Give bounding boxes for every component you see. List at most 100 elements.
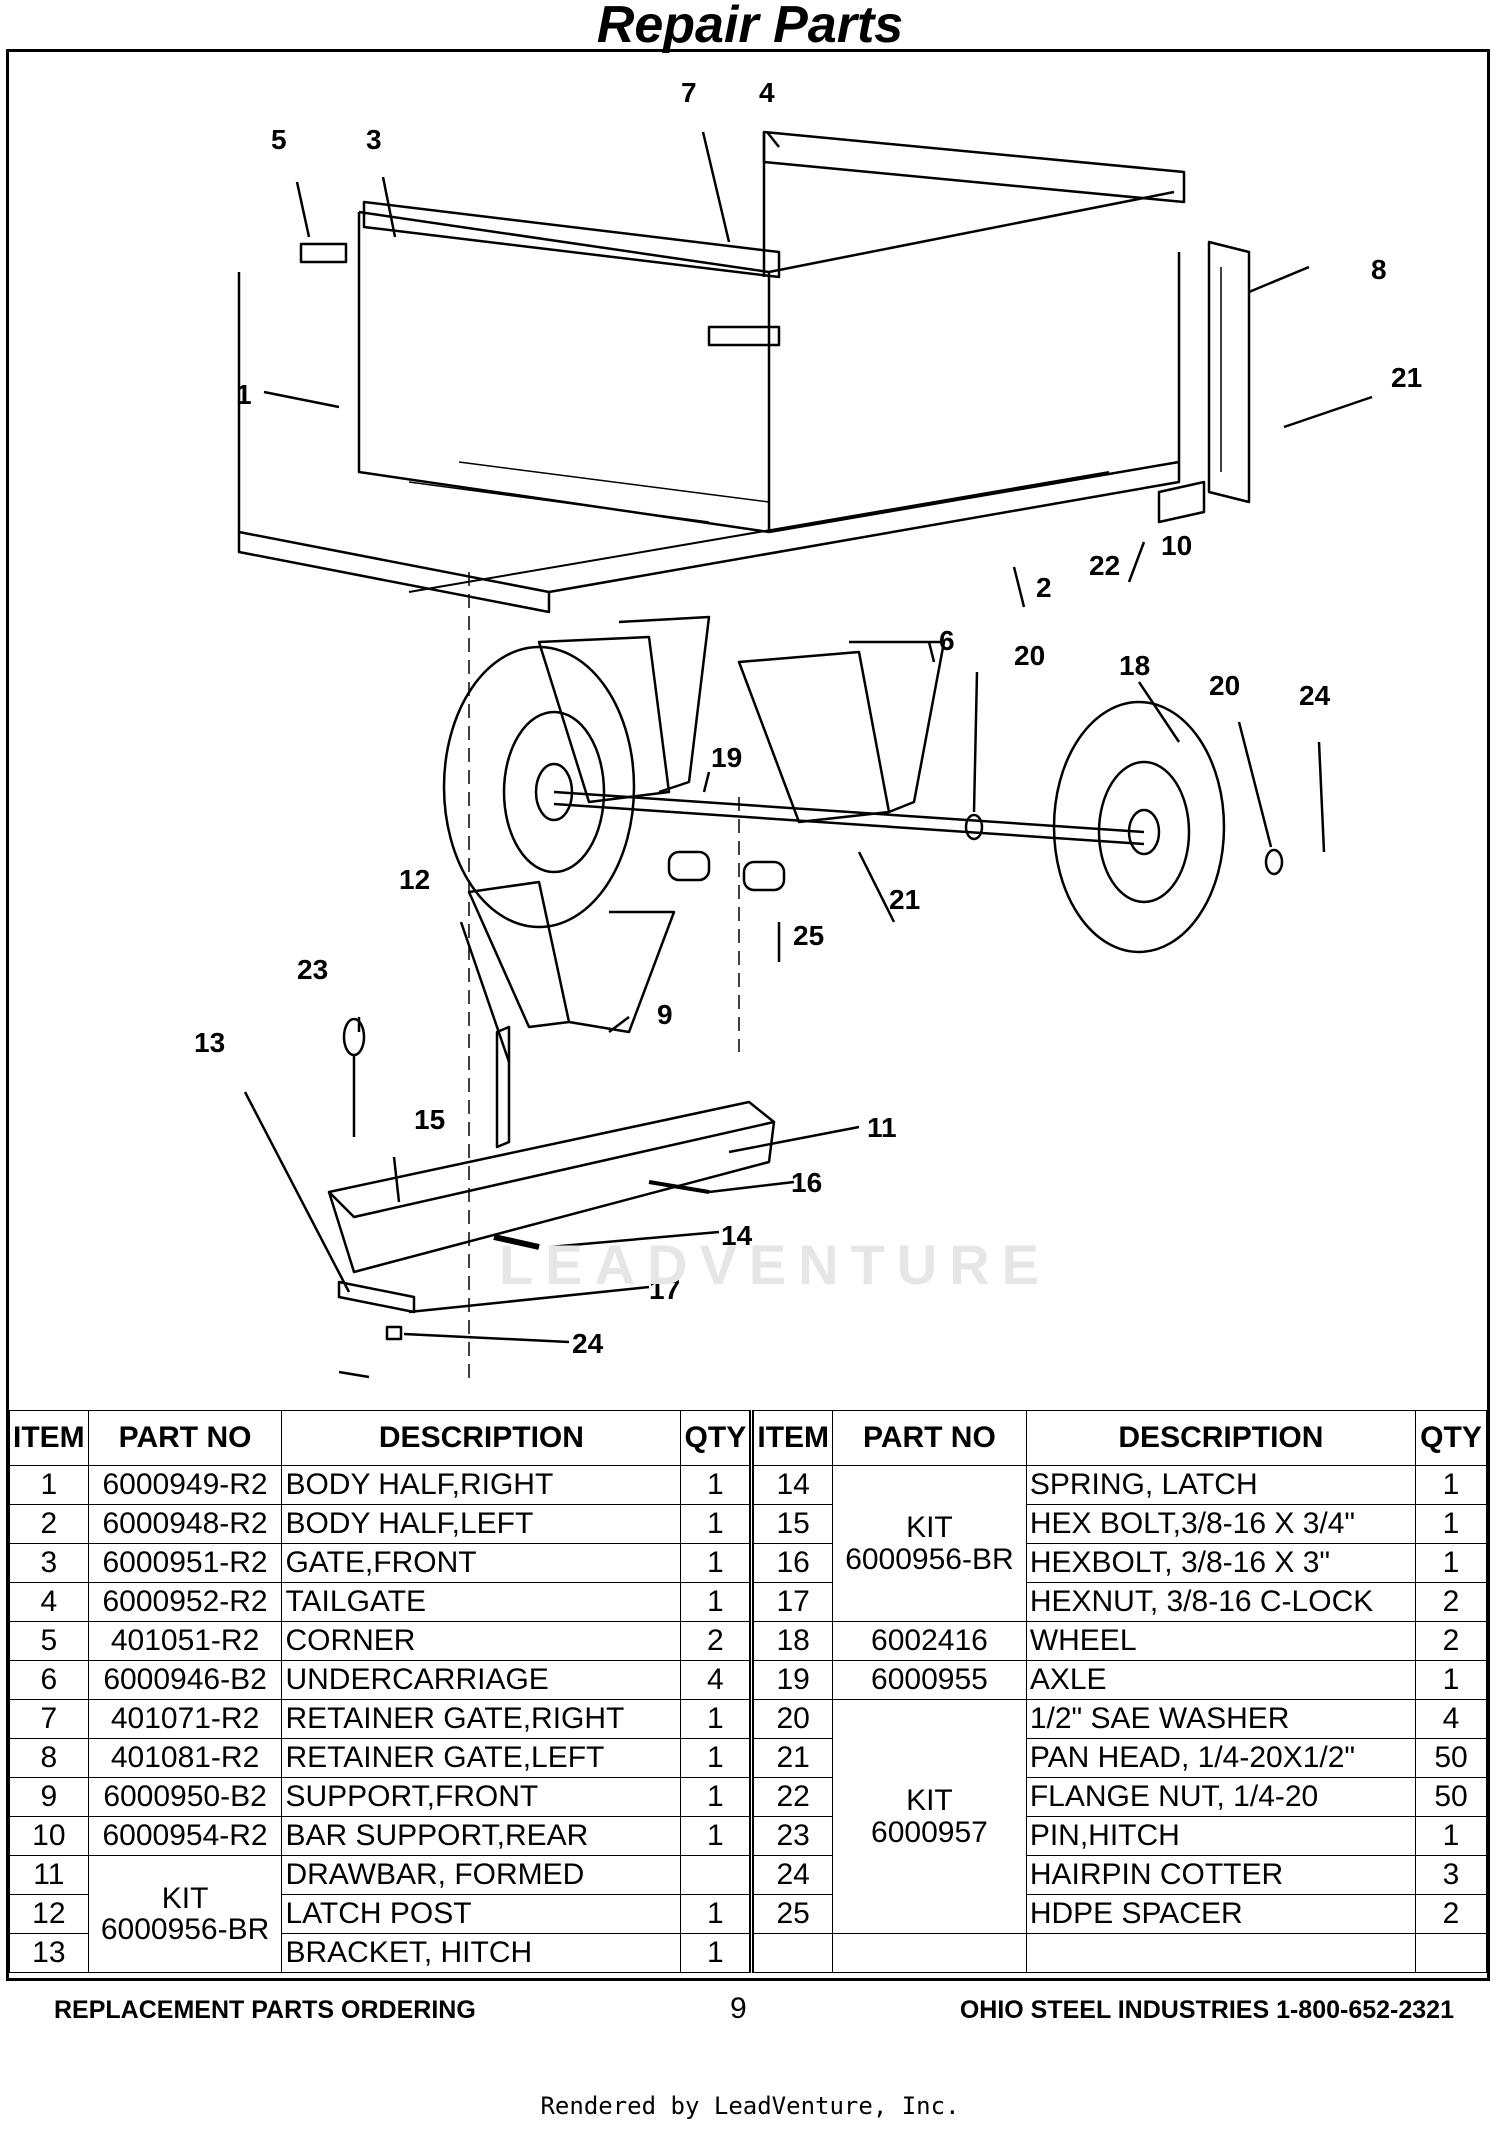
qty-cell: 1 bbox=[1415, 1543, 1487, 1583]
support-front bbox=[467, 880, 571, 1029]
kit-number: 6000956-BR bbox=[100, 1913, 270, 1946]
qty-cell bbox=[680, 1855, 753, 1895]
desc-cell: HAIRPIN COTTER bbox=[1025, 1855, 1417, 1895]
qty-cell: 1 bbox=[680, 1933, 753, 1973]
callout-label: 11 bbox=[867, 1112, 897, 1143]
item-cell: 10 bbox=[9, 1816, 89, 1856]
corner-bracket bbox=[299, 242, 348, 264]
part-cell: 6000955 bbox=[832, 1660, 1027, 1700]
item-cell: 20 bbox=[749, 1699, 834, 1739]
callout-label: 20 bbox=[1209, 670, 1240, 701]
kit-label: KIT bbox=[161, 1881, 209, 1915]
part-cell: 6000951-R2 bbox=[87, 1543, 283, 1583]
item-cell: 5 bbox=[9, 1621, 89, 1661]
callout-label: 17 bbox=[649, 1274, 680, 1305]
item-cell: 1 bbox=[9, 1465, 89, 1505]
callout-label: 6 bbox=[939, 625, 955, 656]
callout-label: 25 bbox=[793, 920, 824, 951]
item-cell: 11 bbox=[9, 1855, 89, 1895]
item-cell: 12 bbox=[9, 1894, 89, 1934]
desc-cell: WHEEL bbox=[1025, 1621, 1417, 1661]
callout-label: 12 bbox=[399, 864, 430, 895]
qty-cell: 1 bbox=[680, 1894, 753, 1934]
item-cell: 9 bbox=[9, 1777, 89, 1817]
desc-cell: BRACKET, HITCH bbox=[281, 1933, 682, 1973]
desc-cell: HEX BOLT,3/8-16 X 3/4" bbox=[1025, 1504, 1417, 1544]
desc-cell: BAR SUPPORT,REAR bbox=[281, 1816, 682, 1856]
callout-label: 24 bbox=[572, 1328, 604, 1359]
item-cell: 7 bbox=[9, 1699, 89, 1739]
table-header-row: ITEM PART NO DESCRIPTION QTY ITEM PART N… bbox=[9, 1410, 1487, 1466]
item-cell: 3 bbox=[9, 1543, 89, 1583]
footer-ordering-label: REPLACEMENT PARTS ORDERING bbox=[54, 1996, 476, 2024]
item-cell: 6 bbox=[9, 1660, 89, 1700]
qty-cell: 1 bbox=[1415, 1660, 1487, 1700]
col-item: ITEM bbox=[749, 1410, 834, 1466]
callout-label: 7 bbox=[681, 77, 697, 108]
item-cell: 22 bbox=[749, 1777, 834, 1817]
desc-cell: DRAWBAR, FORMED bbox=[281, 1855, 682, 1895]
item-cell: 24 bbox=[749, 1855, 834, 1895]
table-row: 10 6000954-R2 BAR SUPPORT,REAR 1 23 PIN,… bbox=[9, 1816, 1487, 1856]
qty-cell: 2 bbox=[1415, 1894, 1487, 1934]
tailgate-shape bbox=[762, 130, 1186, 204]
part-cell: 6000952-R2 bbox=[87, 1582, 283, 1622]
desc-cell: PAN HEAD, 1/4-20X1/2" bbox=[1025, 1738, 1417, 1778]
undercarriage-left bbox=[537, 635, 671, 804]
part-cell: 6002416 bbox=[832, 1621, 1027, 1661]
qty-cell: 1 bbox=[1415, 1465, 1487, 1505]
desc-cell: FLANGE NUT, 1/4-20 bbox=[1025, 1777, 1417, 1817]
desc-cell: LATCH POST bbox=[281, 1894, 682, 1934]
callout-label: 5 bbox=[271, 124, 287, 155]
qty-cell: 1 bbox=[680, 1777, 753, 1817]
table-row: 9 6000950-B2 SUPPORT,FRONT 1 22 FLANGE N… bbox=[9, 1777, 1487, 1817]
callout-label: 21 bbox=[1391, 362, 1422, 393]
table-row: 12 LATCH POST 1 25 HDPE SPACER 2 bbox=[9, 1894, 1487, 1934]
undercarriage-right bbox=[737, 650, 891, 824]
kit-number: 6000956-BR bbox=[845, 1542, 1014, 1576]
part-cell: 6000948-R2 bbox=[87, 1504, 283, 1544]
item-cell: 2 bbox=[9, 1504, 89, 1544]
col-qty: QTY bbox=[680, 1410, 753, 1466]
item-cell: 4 bbox=[9, 1582, 89, 1622]
item-cell: 15 bbox=[749, 1504, 834, 1544]
col-qty: QTY bbox=[1415, 1410, 1487, 1466]
desc-cell: RETAINER GATE,LEFT bbox=[281, 1738, 682, 1778]
table-row: 2 6000948-R2 BODY HALF,LEFT 1 15 HEX BOL… bbox=[9, 1504, 1487, 1544]
left-wheel bbox=[442, 645, 636, 929]
desc-cell: GATE,FRONT bbox=[281, 1543, 682, 1583]
qty-cell: 4 bbox=[680, 1660, 753, 1700]
axle bbox=[553, 790, 1145, 834]
page-footer: REPLACEMENT PARTS ORDERING 9 OHIO STEEL … bbox=[0, 1990, 1500, 2030]
item-cell: 13 bbox=[9, 1933, 89, 1973]
qty-cell: 2 bbox=[1415, 1621, 1487, 1661]
table-row: 7 401071-R2 RETAINER GATE,RIGHT 1 20 KIT… bbox=[9, 1699, 1487, 1934]
desc-cell: SPRING, LATCH bbox=[1025, 1465, 1417, 1505]
desc-cell: SUPPORT,FRONT bbox=[281, 1777, 682, 1817]
part-cell bbox=[832, 1933, 1027, 1973]
qty-cell: 1 bbox=[1415, 1504, 1487, 1544]
desc-cell bbox=[1025, 1933, 1417, 1973]
desc-cell: BODY HALF,LEFT bbox=[281, 1504, 682, 1544]
table-row: 4 6000952-R2 TAILGATE 1 17 HEXNUT, 3/8-1… bbox=[9, 1582, 1487, 1622]
qty-cell: 1 bbox=[1415, 1816, 1487, 1856]
item-cell: 16 bbox=[749, 1543, 834, 1583]
callout-label: 18 bbox=[1119, 650, 1150, 681]
desc-cell: TAILGATE bbox=[281, 1582, 682, 1622]
table-row: 5 401051-R2 CORNER 2 18 6002416 WHEEL 2 bbox=[9, 1621, 1487, 1661]
drawbar bbox=[327, 1100, 776, 1219]
desc-cell: 1/2" SAE WASHER bbox=[1025, 1699, 1417, 1739]
col-part-no: PART NO bbox=[87, 1410, 283, 1466]
callout-label: 8 bbox=[1371, 254, 1387, 285]
desc-cell: AXLE bbox=[1025, 1660, 1417, 1700]
col-item: ITEM bbox=[9, 1410, 89, 1466]
callout-label: 15 bbox=[414, 1104, 445, 1135]
page-number: 9 bbox=[730, 1992, 747, 2025]
item-cell bbox=[749, 1933, 834, 1973]
qty-cell: 1 bbox=[680, 1543, 753, 1583]
part-cell: 401081-R2 bbox=[87, 1738, 283, 1778]
qty-cell: 50 bbox=[1415, 1738, 1487, 1778]
